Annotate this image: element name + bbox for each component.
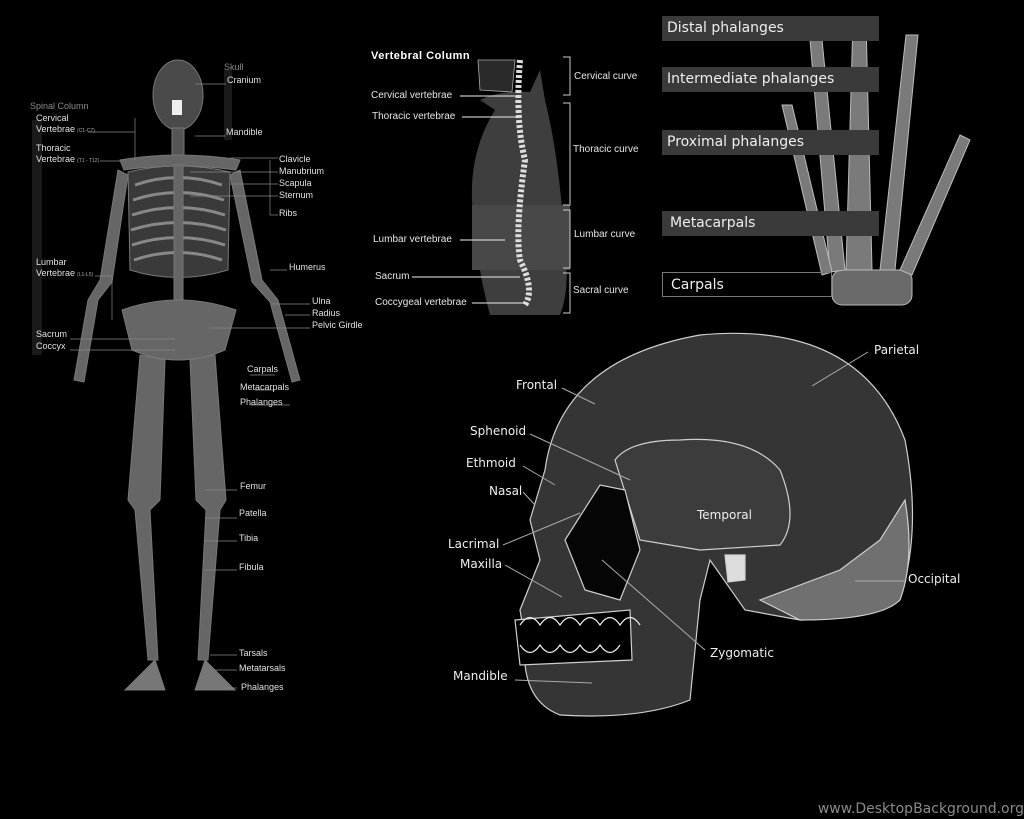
label-line-2: Vertebrae(L1-L5) bbox=[36, 268, 93, 281]
label-occipital: Occipital bbox=[908, 572, 961, 586]
label-sacral-curve: Sacral curve bbox=[573, 285, 629, 296]
label-line-1: Lumbar bbox=[36, 257, 67, 267]
hand-illustration bbox=[781, 19, 971, 306]
label-lacrimal: Lacrimal bbox=[448, 537, 500, 551]
label-temporal: Temporal bbox=[697, 508, 752, 522]
label-scapula: Scapula bbox=[279, 178, 312, 188]
label-lumbar-vertebrae-side: Lumbar vertebrae bbox=[373, 234, 452, 245]
skull-group-label: Skull bbox=[224, 62, 244, 72]
label-thoracic-curve: Thoracic curve bbox=[573, 144, 639, 155]
label-frontal: Frontal bbox=[516, 378, 558, 392]
label-carpals: Carpals bbox=[247, 364, 279, 374]
label-line-1: Cervical bbox=[36, 113, 69, 123]
label-sacrum: Sacrum bbox=[36, 329, 68, 339]
label-cranium: Cranium bbox=[227, 75, 262, 85]
label-patella: Patella bbox=[239, 508, 267, 518]
label-distal-phalanges: Distal phalanges bbox=[662, 16, 879, 41]
label-lumbar-curve: Lumbar curve bbox=[574, 229, 636, 240]
label-line-1: Thoracic bbox=[36, 143, 71, 153]
label-text: Vertebrae bbox=[36, 124, 76, 134]
label-fibula: Fibula bbox=[239, 562, 264, 572]
label-cervical-vertebrae-side: Cervical vertebrae bbox=[371, 90, 453, 101]
label-zygomatic: Zygomatic bbox=[710, 646, 774, 660]
label-thoracic-vertebrae: Thoracic Vertebrae(T1 - T12) bbox=[36, 143, 99, 167]
label-line-2: Vertebrae(T1 - T12) bbox=[36, 154, 99, 167]
label-text: Vertebrae bbox=[36, 268, 76, 278]
label-range: (C1-C7) bbox=[77, 128, 95, 134]
label-phalanges-foot: Phalanges bbox=[241, 682, 284, 692]
label-humerus: Humerus bbox=[289, 262, 326, 272]
label-ethmoid: Ethmoid bbox=[466, 456, 516, 470]
label-coccygeal-vertebrae: Coccygeal vertebrae bbox=[375, 297, 467, 308]
label-tarsals: Tarsals bbox=[239, 648, 268, 658]
label-intermediate-phalanges: Intermediate phalanges bbox=[662, 67, 879, 92]
label-mandible-skull: Mandible bbox=[453, 669, 508, 683]
label-metacarpals: Metacarpals bbox=[240, 382, 290, 392]
label-lumbar-vertebrae: Lumbar Vertebrae(L1-L5) bbox=[36, 257, 93, 281]
label-range: (T1 - T12) bbox=[77, 158, 100, 164]
label-maxilla: Maxilla bbox=[460, 557, 503, 571]
vertebral-column-illustration bbox=[412, 56, 571, 315]
label-metatarsals: Metatarsals bbox=[239, 663, 286, 673]
label-text: Vertebrae bbox=[36, 154, 76, 164]
label-proximal-phalanges: Proximal phalanges bbox=[662, 130, 879, 155]
label-clavicle: Clavicle bbox=[279, 154, 311, 164]
label-carpals-hand: Carpals bbox=[662, 272, 832, 297]
label-tibia: Tibia bbox=[239, 533, 259, 543]
vertebral-column-title: Vertebral Column bbox=[371, 50, 471, 62]
label-sacrum-side: Sacrum bbox=[375, 271, 410, 282]
label-line-2: Vertebrae(C1-C7) bbox=[36, 124, 95, 137]
label-sternum: Sternum bbox=[279, 190, 314, 200]
label-nasal: Nasal bbox=[489, 484, 523, 498]
spinal-column-group-label: Spinal Column bbox=[30, 101, 89, 111]
label-mandible: Mandible bbox=[226, 127, 263, 137]
label-cervical-vertebrae: Cervical Vertebrae(C1-C7) bbox=[36, 113, 95, 137]
lateral-skull-illustration bbox=[514, 332, 914, 717]
label-pelvic-girdle: Pelvic Girdle bbox=[312, 320, 363, 330]
label-cervical-curve: Cervical curve bbox=[574, 71, 638, 82]
label-thoracic-vertebrae-side: Thoracic vertebrae bbox=[372, 111, 456, 122]
label-femur: Femur bbox=[240, 481, 267, 491]
label-parietal: Parietal bbox=[874, 343, 920, 357]
label-ribs: Ribs bbox=[279, 208, 298, 218]
label-range: (L1-L5) bbox=[77, 272, 94, 278]
label-radius: Radius bbox=[312, 308, 341, 318]
watermark: www.DesktopBackground.org bbox=[817, 801, 1024, 817]
label-coccyx: Coccyx bbox=[36, 341, 66, 351]
label-sphenoid: Sphenoid bbox=[470, 424, 527, 438]
label-metacarpals-hand: Metacarpals bbox=[662, 211, 879, 236]
label-phalanges-hand: Phalanges bbox=[240, 397, 283, 407]
label-manubrium: Manubrium bbox=[279, 166, 325, 176]
label-ulna: Ulna bbox=[312, 296, 331, 306]
